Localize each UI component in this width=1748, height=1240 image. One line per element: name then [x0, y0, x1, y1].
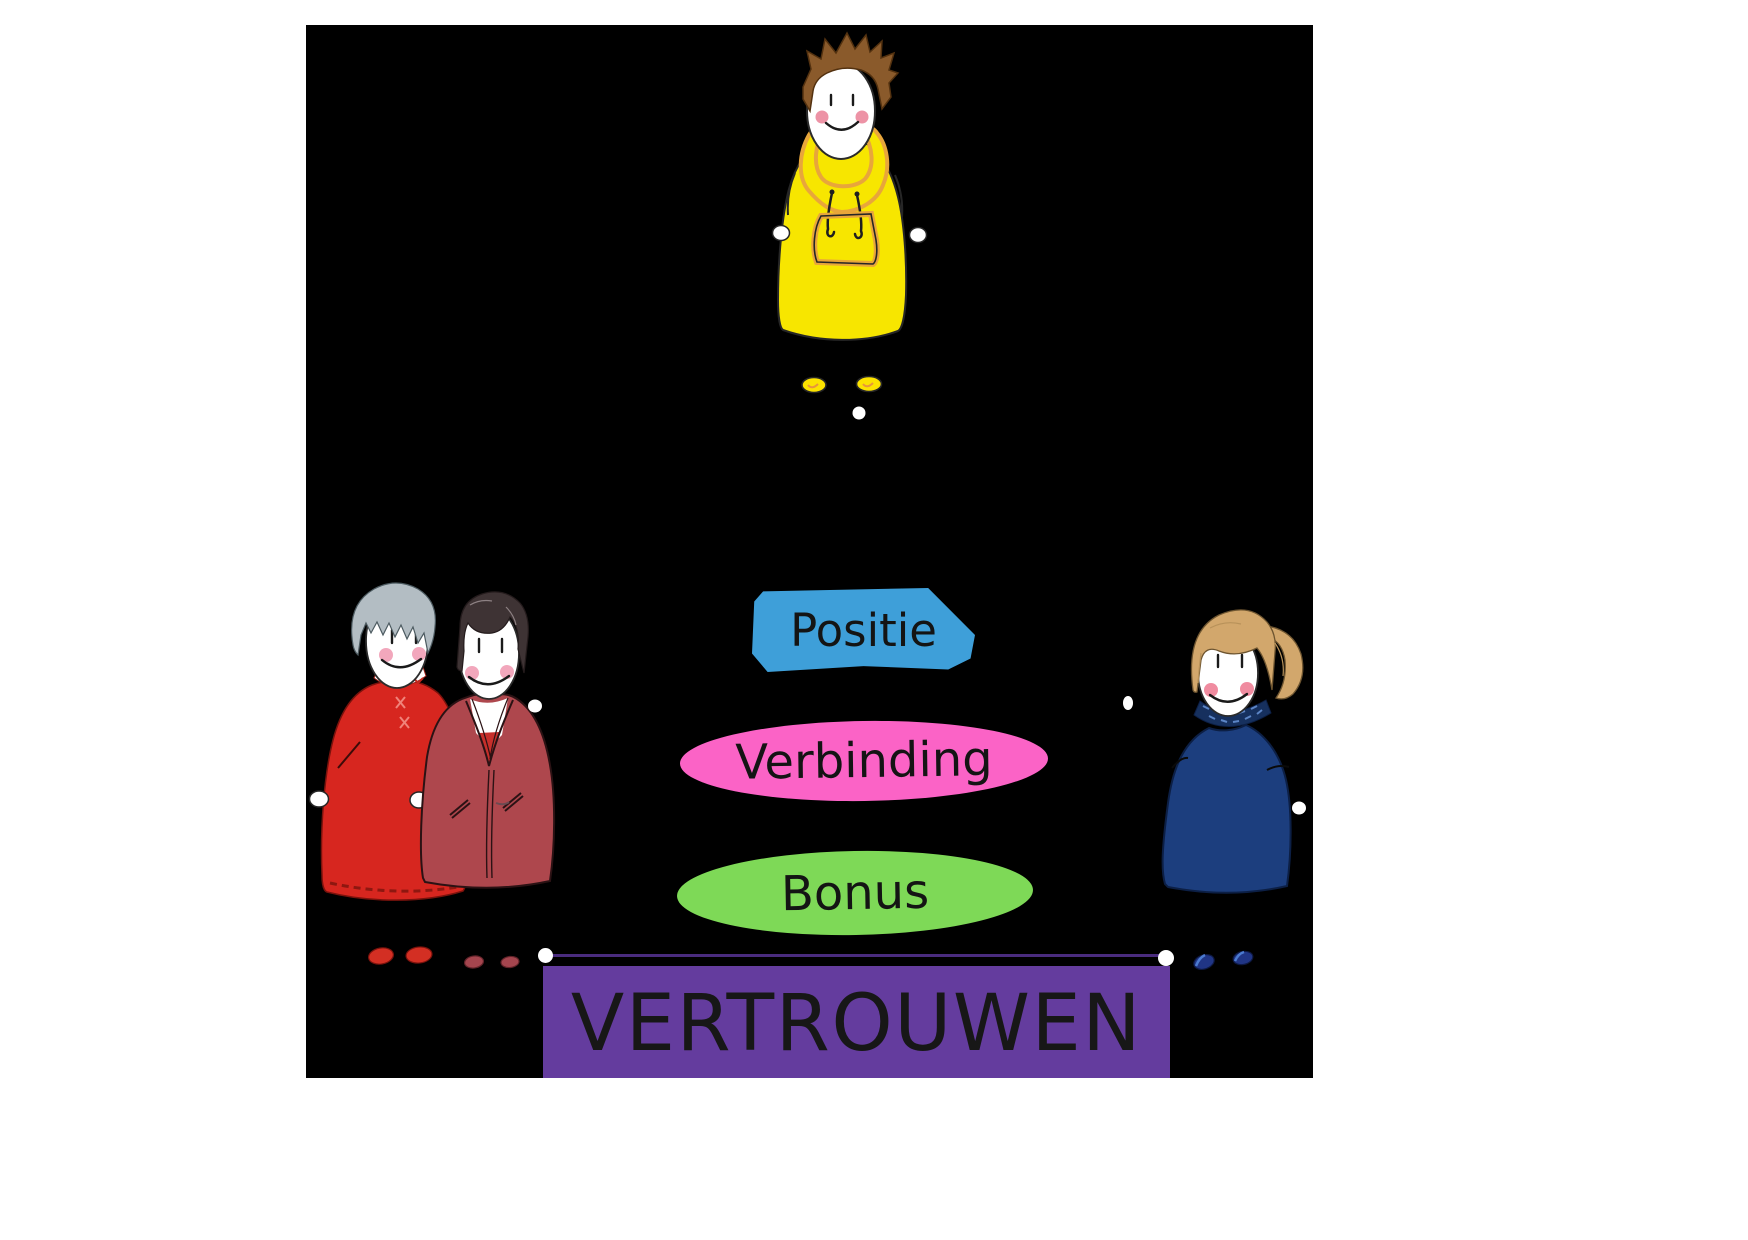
connector-dot — [1123, 696, 1133, 710]
elderly-couple-shoes — [368, 946, 520, 969]
connector-dot — [852, 406, 866, 420]
boy-shoes — [801, 375, 883, 394]
elderly-woman-hair — [456, 591, 529, 674]
level-positie-label: Positie — [790, 603, 937, 657]
boy-hands — [771, 224, 928, 244]
woman-hair — [1190, 609, 1304, 700]
banner-top-line — [551, 954, 1161, 957]
level-positie: Positie — [752, 588, 975, 672]
boy-face — [806, 62, 876, 160]
boy-hair — [802, 31, 900, 114]
connector-dot — [1292, 801, 1306, 815]
connector-dot — [538, 948, 553, 963]
level-bonus-label: Bonus — [780, 863, 930, 923]
boy-pocket — [811, 210, 880, 268]
elderly-couple-illustration — [308, 582, 556, 969]
boy-drawstrings — [826, 189, 863, 240]
elderly-man-hands — [308, 790, 429, 809]
vertrouwen-banner: VERTROUWEN — [543, 966, 1170, 1078]
connector-dot — [1158, 950, 1174, 966]
woman-shoes — [1193, 950, 1254, 971]
connector-dot — [528, 699, 542, 713]
boy-illustration — [771, 31, 928, 420]
elderly-man-hair — [351, 582, 436, 657]
woman-illustration — [1123, 609, 1306, 971]
elderly-woman-coat — [419, 692, 556, 889]
woman-dress — [1161, 723, 1292, 894]
level-verbinding-label: Verbinding — [734, 731, 994, 791]
vertrouwen-banner-label: VERTROUWEN — [570, 979, 1143, 1069]
